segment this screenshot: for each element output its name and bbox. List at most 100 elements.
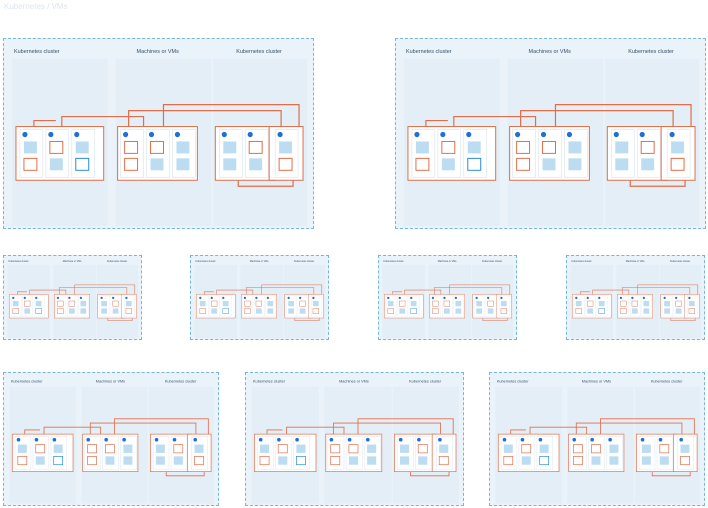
- node-right-2-dot: [172, 437, 177, 442]
- node-left-1-dot: [12, 296, 15, 300]
- node-right-1-square-2: [476, 308, 482, 314]
- node-left-2-square-2: [211, 308, 218, 314]
- node-vm-3-square-1: [367, 444, 377, 453]
- node-vm-3-square-2: [80, 308, 87, 314]
- node-left-2-dot: [277, 437, 281, 442]
- node-left-3-square-1: [222, 300, 229, 307]
- label-left: Kubernetes cluster: [253, 380, 286, 384]
- connector-inner: [245, 287, 315, 295]
- label-right: Kubernetes cluster: [628, 49, 674, 55]
- node-right-3-square-1: [680, 444, 690, 453]
- node-vm-1-dot: [123, 131, 129, 138]
- node-left-3-dot: [410, 296, 413, 300]
- node-right-2-square-1: [659, 444, 670, 454]
- node-right-3-dot: [438, 437, 442, 442]
- node-vm-3: [265, 295, 276, 317]
- label-middle: Machines or VMs: [582, 380, 611, 384]
- label-middle: Machines or VMs: [529, 49, 572, 55]
- connector-left-inner: [391, 291, 402, 295]
- node-right-3-square-2: [688, 308, 695, 314]
- node-right-2-dot: [247, 131, 253, 138]
- node-vm-1-square-2: [87, 456, 97, 466]
- node-right-3-square-1: [312, 300, 319, 307]
- node-left-2-square-1: [49, 140, 64, 154]
- node-left-1-square-2: [17, 456, 28, 466]
- node-right-1-square-2: [101, 308, 107, 314]
- node-left-1: [385, 295, 397, 317]
- label-right: Kubernetes cluster: [165, 380, 197, 384]
- node-vm-1-dot: [515, 131, 521, 138]
- node-vm-3-square-1: [176, 141, 190, 154]
- node-left-3-dot: [538, 437, 543, 442]
- node-right-1-dot: [663, 296, 666, 300]
- node-vm-2-dot: [590, 437, 594, 442]
- connector-middle-right: [261, 284, 323, 297]
- node-right-2-square-2: [249, 158, 263, 171]
- connector-left-inner: [16, 291, 27, 295]
- label-right: Kubernetes cluster: [409, 380, 442, 384]
- node-right-3: [687, 295, 698, 317]
- node-vm-3-dot: [642, 296, 646, 300]
- node-right-3-square-2: [194, 456, 204, 466]
- connector-left-inner: [33, 119, 56, 127]
- connector-middle-right: [600, 418, 695, 437]
- label-left: Kubernetes cluster: [8, 260, 28, 263]
- node-right-1-square-1: [615, 141, 629, 154]
- label-left: Kubernetes cluster: [383, 260, 403, 263]
- node-right-2-square-2: [418, 456, 428, 465]
- node-left-3-square-1: [296, 444, 306, 453]
- connector-bottom-right: [237, 180, 294, 187]
- node-vm-2-dot: [148, 131, 155, 138]
- node-vm-1-square-2: [330, 456, 341, 466]
- node-vm-1-square-1: [57, 300, 64, 307]
- connector-bottom-right: [165, 471, 205, 477]
- connector-bottom-right: [294, 318, 320, 321]
- node-right-3-square-2: [680, 456, 690, 466]
- node-vm-1-square-1: [124, 140, 139, 154]
- node-right-1-square-1: [400, 444, 410, 453]
- node-right-1-square-1: [101, 300, 107, 307]
- node-right-3: [499, 295, 510, 317]
- node-left-1-dot: [502, 437, 507, 442]
- node-right-2-square-1: [248, 140, 263, 154]
- connector-bottom-right: [651, 471, 691, 477]
- node-right-2-square-1: [640, 140, 655, 154]
- node-vm-3-square-1: [123, 444, 133, 453]
- connector-inner: [58, 287, 128, 295]
- node-left-1-dot: [22, 131, 28, 138]
- node-left-2-dot: [440, 131, 446, 138]
- connector-middle-right: [357, 418, 454, 437]
- node-right-3-dot: [500, 296, 503, 300]
- node-right-3-dot: [277, 131, 283, 138]
- node-vm-1-square-2: [124, 157, 139, 171]
- node-right-3-dot: [125, 296, 128, 300]
- node-vm-2-square-1: [150, 140, 164, 154]
- node-right-3-square-2: [312, 308, 319, 314]
- node-vm-3-square-1: [267, 300, 274, 307]
- node-left-3-square-1: [598, 300, 605, 307]
- node-left-3-square-2: [598, 308, 605, 314]
- node-vm-2-square-1: [255, 300, 262, 307]
- node-vm-1-square-1: [516, 140, 531, 154]
- node-left-3: [33, 295, 45, 317]
- node-vm-2-dot: [104, 437, 108, 442]
- node-right-1-dot: [613, 131, 619, 138]
- connector-bottom-right: [410, 471, 450, 477]
- node-vm-1-square-1: [87, 444, 97, 454]
- node-right-1-dot: [154, 437, 159, 442]
- node-right-1: [286, 295, 297, 317]
- node-right-1-square-1: [476, 300, 482, 307]
- node-left-2-square-1: [277, 444, 288, 454]
- node-right-2-square-1: [487, 300, 494, 307]
- node-right-1-square-2: [664, 308, 670, 314]
- node-right-1-square-2: [615, 158, 629, 171]
- node-right-1-square-1: [223, 141, 237, 154]
